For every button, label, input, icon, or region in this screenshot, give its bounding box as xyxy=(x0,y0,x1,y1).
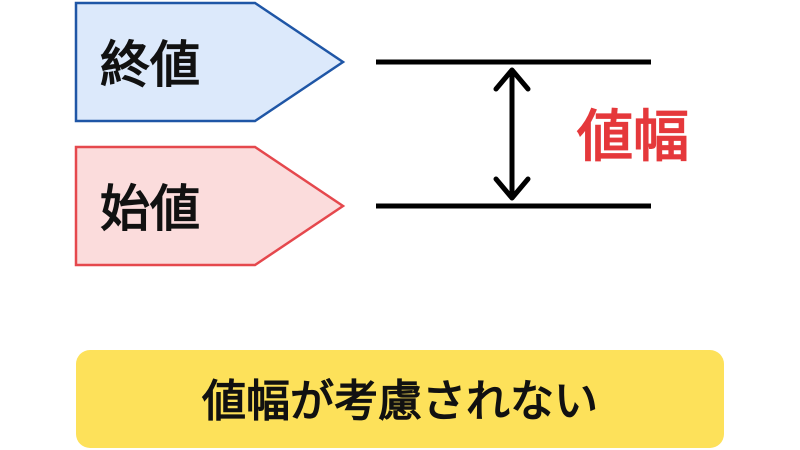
closing-price-label: 終値 xyxy=(100,36,200,94)
notice-banner: 値幅が考慮されない xyxy=(76,350,724,448)
range-arrow xyxy=(493,67,531,201)
price-range-label: 値幅 xyxy=(576,105,689,170)
opening-price-tag-shape xyxy=(74,145,346,267)
closing-price-tag: 終値 xyxy=(74,1,346,123)
range-arrow-head-top xyxy=(493,67,531,92)
opening-price-label: 始値 xyxy=(100,180,200,238)
notice-banner-text: 値幅が考慮されない xyxy=(201,376,598,427)
opening-price-tag: 始値 xyxy=(74,145,346,267)
notice-banner-box xyxy=(76,350,724,448)
closing-price-tag-shape xyxy=(74,1,346,123)
range-arrow-head-bottom xyxy=(493,176,531,201)
